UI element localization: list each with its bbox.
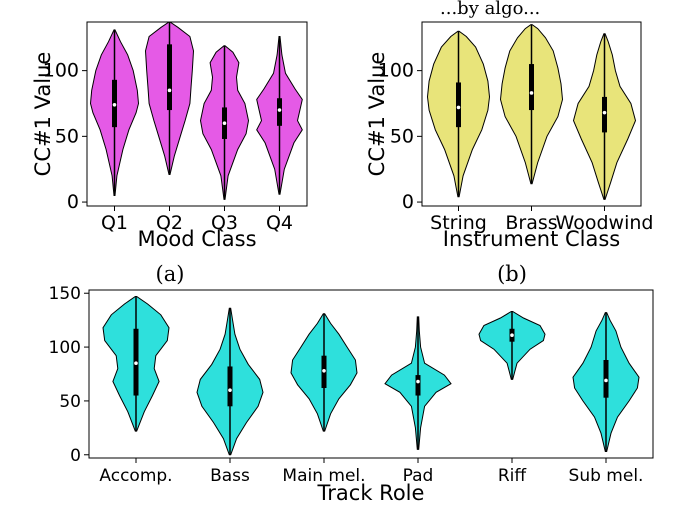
subfigure-caption: (b) [497, 262, 527, 286]
x-tick-label: Q3 [211, 212, 238, 234]
violin-median [228, 388, 232, 392]
violin-median [510, 333, 514, 338]
violin-iqr-box [602, 96, 607, 133]
x-axis-label: Instrument Class [443, 227, 620, 251]
violin-median [604, 378, 608, 383]
y-axis-label: CC#1 Value [31, 52, 55, 177]
y-tick-label: 0 [70, 446, 81, 466]
y-tick-label: 50 [55, 125, 79, 147]
violin-median [416, 379, 420, 384]
y-tick-label: 150 [49, 284, 81, 304]
x-tick-label: Brass [505, 212, 557, 234]
subfigure-caption: (a) [156, 262, 185, 286]
violin-iqr-box [227, 366, 233, 407]
y-tick-label: 0 [67, 191, 79, 213]
violin-iqr-box [415, 375, 421, 396]
y-tick-label: 100 [43, 60, 79, 82]
x-tick-label: Q2 [156, 212, 183, 234]
violin-iqr-box [277, 98, 282, 126]
x-tick-label: Sub mel. [569, 466, 644, 486]
x-tick-label: Pad [403, 466, 434, 486]
x-tick-label: Woodwind [556, 212, 654, 234]
x-tick-label: Q1 [101, 212, 128, 234]
x-axis-label: Track Role [317, 481, 425, 505]
violin-iqr-box [529, 64, 534, 111]
violin-iqr-box [456, 82, 461, 128]
x-tick-label: Q4 [266, 212, 293, 234]
x-tick-label: Bass [210, 466, 250, 486]
y-tick-label: 100 [49, 338, 81, 358]
y-tick-label: 50 [59, 392, 81, 412]
violin-median [322, 368, 326, 373]
axes-frame [88, 289, 654, 459]
violin-median [277, 108, 282, 112]
y-tick-label: 50 [390, 125, 414, 147]
violin-median [112, 103, 117, 107]
violin-median [602, 110, 607, 115]
violin-median [222, 121, 227, 125]
x-axis-label: Mood Class [137, 227, 256, 251]
violin-iqr-box [167, 44, 172, 111]
y-tick-label: 100 [378, 60, 414, 82]
top-text-fragment: ...by algo... [440, 0, 540, 19]
x-tick-label: Main mel. [282, 466, 365, 486]
violin-median [167, 88, 172, 93]
violin-median [529, 91, 534, 95]
y-axis-label: CC#1 Value [365, 52, 389, 177]
x-tick-label: Accomp. [99, 466, 172, 486]
y-tick-label: 0 [402, 191, 414, 213]
axes-frame [86, 21, 308, 207]
violin-median [134, 361, 138, 366]
x-tick-label: String [430, 212, 487, 234]
x-tick-label: Riff [498, 466, 528, 486]
violin-median [456, 105, 461, 110]
